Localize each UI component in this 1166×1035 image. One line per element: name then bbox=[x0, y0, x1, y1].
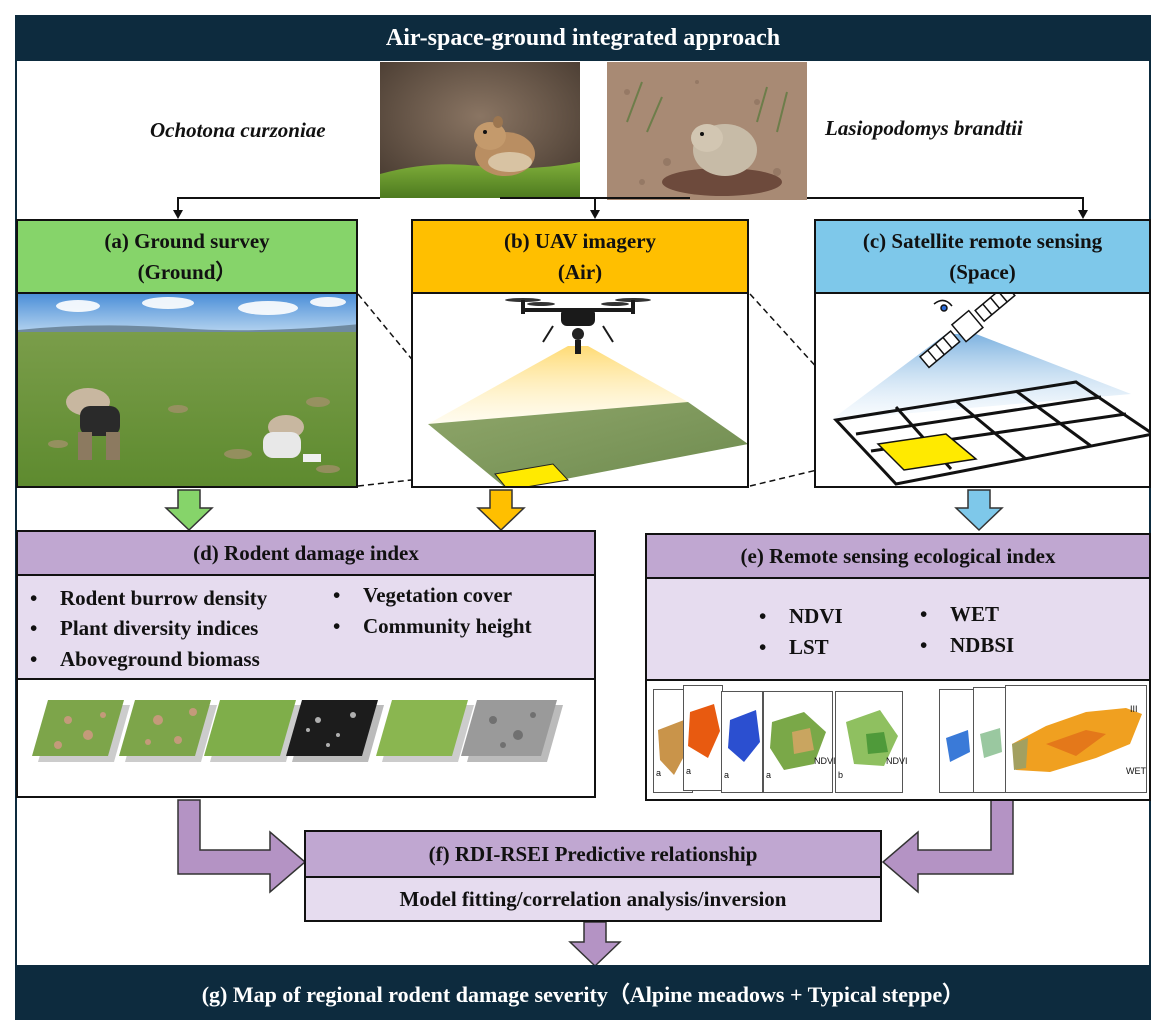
rdi-to-relationship-arrow bbox=[177, 799, 307, 894]
map-label: a bbox=[686, 766, 692, 776]
map-label: NDVI bbox=[886, 756, 908, 766]
rsei-map-tile bbox=[939, 689, 975, 793]
diagram-title: Air-space-ground integrated approach bbox=[385, 24, 781, 51]
rsei-map-tile: a bbox=[683, 685, 723, 791]
ground-survey-title: (a) Ground survey bbox=[104, 229, 270, 254]
rdi-item: Rodent burrow density bbox=[30, 586, 267, 611]
uav-imagery-title: (b) UAV imagery bbox=[503, 229, 657, 254]
rsei-item: LST bbox=[759, 635, 828, 660]
map-label: WET bbox=[1126, 766, 1146, 776]
rsei-map-tile: NDVI b bbox=[835, 691, 908, 793]
title-banner: Air-space-ground integrated approach bbox=[15, 15, 1151, 61]
rdi-imagery bbox=[16, 678, 596, 798]
rsei-item: WET bbox=[920, 602, 999, 627]
rdi-item: Aboveground biomass bbox=[30, 647, 260, 672]
rsei-map-tile: NDVI a bbox=[763, 691, 836, 793]
relationship-subtitle-box: Model fitting/correlation analysis/inver… bbox=[304, 876, 882, 922]
rsei-to-relationship-arrow bbox=[881, 799, 1014, 894]
map-label: b bbox=[838, 770, 844, 780]
footer-banner: (g) Map of regional rodent damage severi… bbox=[15, 965, 1151, 1020]
ground-survey-subtitle: (Ground） bbox=[137, 259, 237, 284]
ground-survey-photo bbox=[16, 292, 358, 488]
vole-photo bbox=[607, 62, 807, 200]
rsei-maps: a a a NDVI a NDVI b III WET bbox=[645, 679, 1151, 801]
species-right-label: Lasiopodomys brandtii bbox=[825, 116, 1023, 140]
rsei-header: (e) Remote sensing ecological index bbox=[645, 533, 1151, 579]
rdi-item: Vegetation cover bbox=[333, 583, 512, 608]
satellite-down-arrow bbox=[954, 489, 1004, 532]
rsei-map-tile-wet: III WET bbox=[1005, 685, 1147, 793]
relationship-subtitle: Model fitting/correlation analysis/inver… bbox=[399, 886, 787, 911]
map-label: a bbox=[656, 768, 662, 778]
satellite-subtitle: (Space) bbox=[949, 259, 1016, 284]
rdi-title: (d) Rodent damage index bbox=[193, 540, 419, 565]
rdi-item: Plant diversity indices bbox=[30, 616, 258, 641]
footer-title: (g) Map of regional rodent damage severi… bbox=[201, 981, 965, 1007]
rdi-item: Community height bbox=[333, 614, 532, 639]
satellite-icon bbox=[918, 294, 1016, 369]
relationship-to-map-arrow bbox=[568, 921, 622, 968]
rdi-header: (d) Rodent damage index bbox=[16, 530, 596, 576]
map-label: a bbox=[766, 770, 772, 780]
satellite-header: (c) Satellite remote sensing (Space) bbox=[814, 219, 1151, 294]
rsei-map-tile: a bbox=[721, 691, 763, 793]
rsei-list: NDVI LST WET NDBSI bbox=[645, 577, 1151, 681]
drone-icon bbox=[505, 298, 651, 354]
map-label: III bbox=[1130, 704, 1138, 714]
uav-panel bbox=[411, 292, 749, 488]
rsei-title: (e) Remote sensing ecological index bbox=[740, 543, 1056, 568]
pika-photo bbox=[380, 62, 580, 198]
satellite-panel bbox=[814, 292, 1151, 488]
species-left-label: Ochotona curzoniae bbox=[150, 118, 326, 142]
rsei-item: NDVI bbox=[759, 604, 842, 629]
satellite-title: (c) Satellite remote sensing bbox=[862, 229, 1103, 254]
rdi-list: Rodent burrow density Plant diversity in… bbox=[16, 574, 596, 680]
map-label: a bbox=[724, 770, 730, 780]
uav-imagery-header: (b) UAV imagery (Air) bbox=[411, 219, 749, 294]
rsei-map-tile bbox=[973, 687, 1007, 793]
ground-survey-header: (a) Ground survey (Ground） bbox=[16, 219, 358, 294]
uav-imagery-subtitle: (Air) bbox=[557, 259, 603, 284]
ground-down-arrow bbox=[164, 489, 214, 532]
map-label: NDVI bbox=[814, 756, 836, 766]
relationship-title: (f) RDI-RSEI Predictive relationship bbox=[428, 841, 758, 866]
uav-down-arrow bbox=[476, 489, 526, 532]
relationship-header: (f) RDI-RSEI Predictive relationship bbox=[304, 830, 882, 878]
rsei-item: NDBSI bbox=[920, 633, 1014, 658]
